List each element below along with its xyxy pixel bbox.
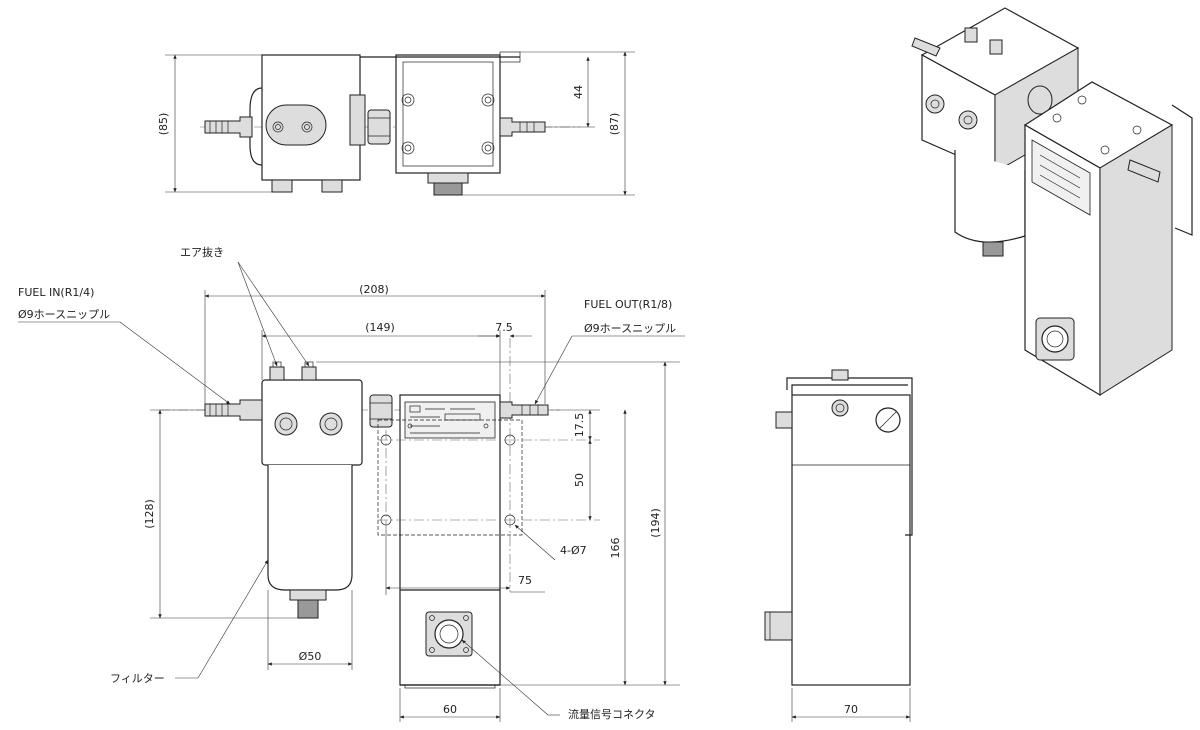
label-hose-nipple-in: Ø9ホースニップル [18, 308, 110, 321]
dim-70: 70 [844, 703, 858, 716]
dim-128: (128) [143, 499, 156, 529]
dim-7-5: 7.5 [495, 321, 513, 334]
dim-dia50: Ø50 [299, 650, 322, 663]
dim-194: (194) [649, 508, 662, 538]
dim-50: 50 [573, 473, 586, 487]
dim-17-5: 17.5 [573, 413, 586, 438]
label-fuel-in: FUEL IN(R1/4) [18, 286, 94, 299]
label-fuel-out: FUEL OUT(R1/8) [584, 298, 672, 311]
label-hose-nipple-out: Ø9ホースニップル [584, 322, 676, 335]
label-filter: フィルター [110, 672, 165, 685]
dim-208: (208) [359, 283, 389, 296]
label-air-vent: エア抜き [180, 245, 224, 259]
front-view: (208) (149) 7.5 17.5 50 166 (194) (128) … [18, 245, 685, 722]
isometric-view [911, 7, 1193, 397]
dim-top-44: 44 [572, 85, 585, 99]
top-view: (85) (87) 44 [157, 51, 635, 196]
label-holes: 4-Ø7 [560, 544, 587, 557]
side-view: 70 [764, 369, 913, 722]
dim-166: 166 [609, 538, 622, 559]
dim-75: 75 [518, 574, 532, 587]
dim-149: (149) [365, 321, 395, 334]
dim-top-85: (85) [157, 113, 170, 136]
label-connector: 流量信号コネクタ [568, 707, 656, 721]
dim-60: 60 [443, 703, 457, 716]
dim-top-87: (87) [608, 113, 621, 136]
